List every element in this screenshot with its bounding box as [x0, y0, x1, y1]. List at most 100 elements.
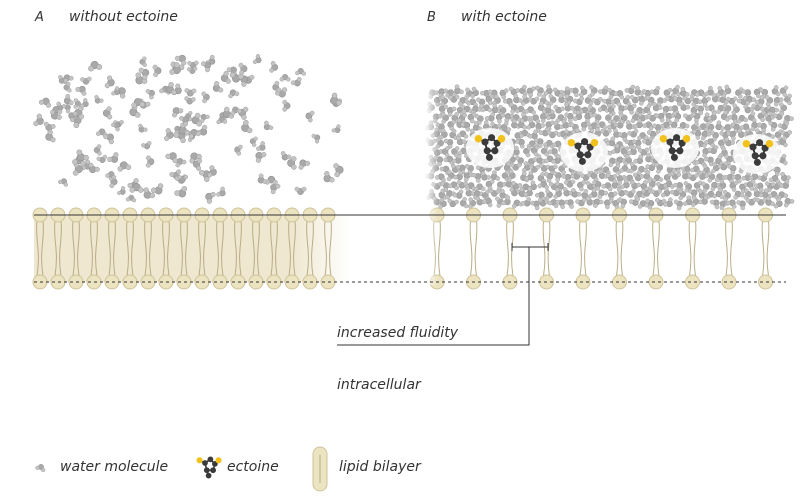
water-molecule	[446, 106, 457, 117]
increased-fluidity-label: increased fluidity	[337, 325, 459, 341]
intracellular-label: intracellular	[337, 377, 421, 393]
water-molecule	[454, 84, 464, 95]
panel-b-lipids	[429, 207, 773, 290]
water-molecule	[780, 171, 791, 182]
water-molecule	[724, 137, 735, 147]
panel-a-letter: A	[35, 10, 44, 25]
water-molecule	[527, 96, 540, 105]
water-molecule	[715, 120, 725, 131]
water-molecule	[490, 170, 501, 181]
water-molecule	[701, 181, 710, 193]
water-molecule	[509, 102, 518, 114]
water-molecule	[611, 143, 621, 155]
water-molecule	[619, 165, 631, 174]
water-molecule	[581, 121, 591, 132]
water-molecule	[269, 60, 279, 73]
water-molecule	[94, 95, 104, 104]
water-molecule	[765, 196, 775, 207]
water-molecule	[524, 106, 536, 115]
water-molecule	[523, 186, 533, 197]
water-molecule	[605, 173, 618, 182]
water-molecule	[88, 162, 100, 174]
water-molecule	[698, 170, 709, 180]
ectoine-hydration-shell	[651, 128, 699, 168]
water-molecule	[80, 98, 89, 109]
water-molecule	[166, 82, 177, 96]
water-molecule	[80, 76, 92, 85]
water-molecule	[575, 197, 587, 207]
water-molecule	[680, 86, 690, 97]
water-molecule	[727, 114, 738, 124]
water-molecule	[230, 106, 242, 116]
water-molecule	[659, 121, 671, 131]
water-molecule	[513, 93, 523, 104]
water-molecule	[187, 66, 198, 74]
water-molecule	[439, 128, 448, 140]
ectoine-molecule	[659, 134, 691, 161]
water-molecule	[597, 189, 609, 199]
water-molecule	[772, 111, 785, 121]
water-molecule	[758, 188, 769, 198]
water-molecule	[723, 174, 734, 184]
water-molecule	[440, 95, 449, 107]
ectoine-molecule	[742, 139, 774, 166]
water-molecule	[510, 162, 522, 171]
water-molecule	[601, 182, 613, 192]
water-molecule	[672, 84, 681, 97]
water-molecule	[451, 154, 462, 164]
water-molecule	[593, 198, 604, 208]
water-molecule	[755, 197, 767, 206]
water-molecule	[544, 189, 553, 201]
water-molecule	[495, 112, 506, 124]
water-molecule	[784, 93, 792, 106]
water-molecule	[125, 194, 137, 203]
lipid	[575, 207, 591, 290]
water-molecule	[627, 145, 637, 156]
water-molecule	[305, 110, 315, 123]
water-molecule	[595, 121, 608, 130]
water-molecule	[546, 130, 559, 139]
ectoine-molecule	[567, 138, 599, 165]
water-molecule	[629, 196, 640, 206]
water-molecule	[164, 128, 174, 141]
water-molecule	[270, 183, 281, 195]
water-molecule	[726, 199, 737, 209]
water-molecule	[548, 94, 557, 106]
water-molecule	[520, 197, 531, 207]
water-molecule	[452, 189, 464, 199]
water-molecule	[105, 171, 117, 180]
water-molecule	[694, 105, 704, 116]
water-molecule	[709, 199, 720, 210]
water-molecule	[88, 60, 103, 72]
water-molecule	[727, 164, 737, 175]
water-molecule	[733, 190, 745, 200]
water-molecule	[540, 145, 550, 157]
water-molecule	[622, 94, 632, 107]
water-molecule	[634, 85, 645, 96]
water-molecule	[743, 104, 755, 114]
water-molecule	[470, 86, 479, 99]
ectoine-molecule	[474, 134, 506, 161]
water-molecule	[652, 101, 663, 112]
water-molecule	[687, 173, 699, 182]
lipid	[466, 207, 481, 290]
water-molecule	[201, 91, 210, 104]
water-molecule	[571, 188, 582, 198]
water-molecule	[50, 106, 63, 115]
water-molecule	[535, 85, 544, 97]
water-molecule	[43, 121, 56, 132]
water-molecule	[603, 198, 614, 210]
water-molecule	[535, 123, 545, 133]
water-molecule	[691, 195, 700, 208]
panel-a-membrane	[34, 216, 350, 282]
water-molecule	[634, 190, 646, 200]
water-molecule	[323, 171, 335, 183]
water-molecule	[707, 111, 717, 121]
water-molecule	[617, 197, 627, 209]
water-molecule	[451, 146, 460, 158]
water-molecule	[707, 171, 716, 183]
water-molecule	[298, 159, 311, 170]
water-molecule	[757, 172, 768, 182]
water-molecule	[508, 86, 521, 96]
water-molecule	[783, 198, 795, 208]
